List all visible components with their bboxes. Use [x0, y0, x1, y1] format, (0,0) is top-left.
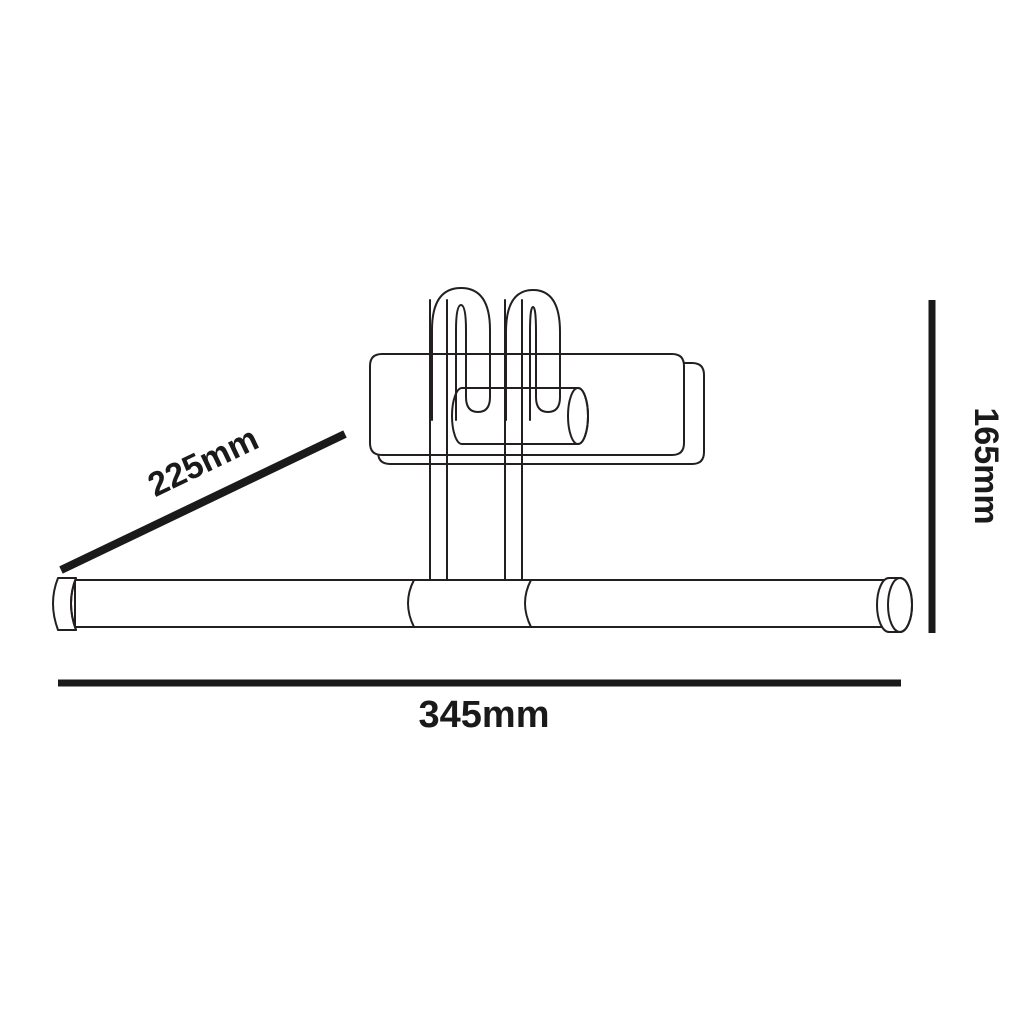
hook-arm-right-outer [505, 289, 561, 421]
rail-body [74, 579, 891, 628]
right-end-cap-face [887, 577, 913, 633]
depth-dimension-line [59, 430, 347, 574]
depth-dimension: 225mm [59, 420, 347, 574]
left-end-cap [52, 577, 77, 631]
width-dimension-label: 345mm [419, 694, 550, 736]
right-end-cap-body [876, 577, 913, 633]
hook-arm-left [431, 287, 491, 421]
height-dimension-label: 165mm [967, 407, 1005, 524]
depth-dimension-label: 225mm [142, 420, 264, 505]
width-dimension: 345mm [58, 679, 901, 736]
horizontal-rail [74, 579, 891, 628]
plate-cylinder-face [567, 387, 589, 445]
height-dimension: 165mm [928, 300, 1005, 633]
support-post-left [429, 299, 448, 584]
left-end-cap-face [70, 577, 77, 631]
hook-arm-right [505, 289, 561, 421]
rail-joint-left [407, 579, 415, 628]
hook-arm-left-outer [431, 287, 491, 421]
rail-joint-right [524, 579, 532, 628]
right-end-cap [876, 577, 913, 633]
plate-cylinder [451, 387, 589, 445]
